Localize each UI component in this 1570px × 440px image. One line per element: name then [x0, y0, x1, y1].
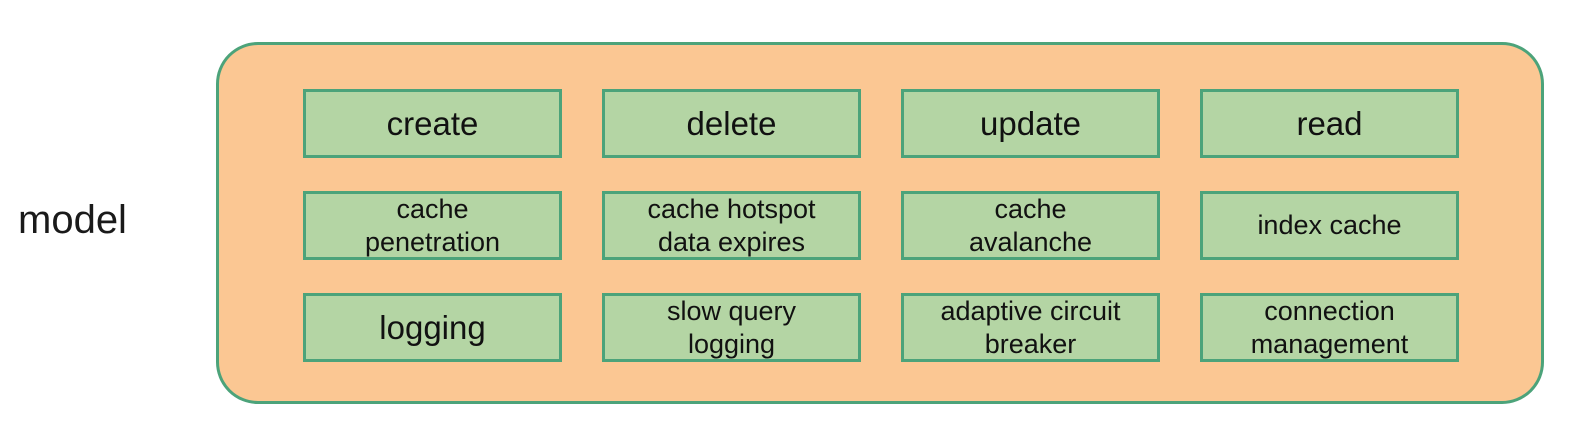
node-slow-query-logging[interactable]: slow query logging	[602, 293, 861, 362]
node-index-cache[interactable]: index cache	[1200, 191, 1459, 260]
node-create[interactable]: create	[303, 89, 562, 158]
node-grid: create delete update read cache penetrat…	[303, 89, 1459, 362]
group-label-model: model	[18, 198, 127, 242]
node-logging[interactable]: logging	[303, 293, 562, 362]
node-delete[interactable]: delete	[602, 89, 861, 158]
node-read[interactable]: read	[1200, 89, 1459, 158]
model-group-container: create delete update read cache penetrat…	[216, 42, 1544, 404]
node-cache-avalanche[interactable]: cache avalanche	[901, 191, 1160, 260]
node-update[interactable]: update	[901, 89, 1160, 158]
node-cache-hotspot-data-expires[interactable]: cache hotspot data expires	[602, 191, 861, 260]
node-adaptive-circuit-breaker[interactable]: adaptive circuit breaker	[901, 293, 1160, 362]
node-connection-management[interactable]: connection management	[1200, 293, 1459, 362]
node-cache-penetration[interactable]: cache penetration	[303, 191, 562, 260]
